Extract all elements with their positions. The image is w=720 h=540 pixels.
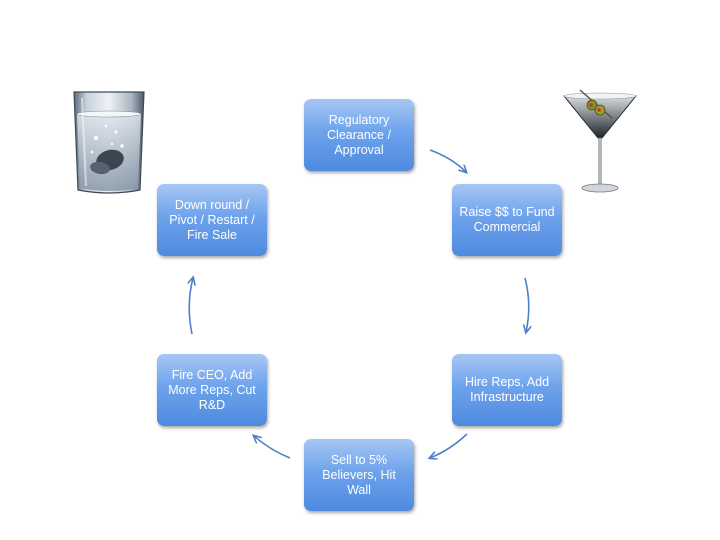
node-sell-believers: Sell to 5% Believers, Hit Wall [304, 439, 414, 511]
node-hire-reps: Hire Reps, Add Infrastructure [452, 354, 562, 426]
arrow-fire-to-down [189, 278, 193, 335]
martini-glass-icon [562, 89, 638, 193]
arrow-regulatory-to-raise [429, 149, 466, 172]
arrow-hire-to-sell [430, 433, 468, 458]
node-regulatory-clearance: Regulatory Clearance / Approval [304, 99, 414, 171]
node-raise-funds: Raise $$ to Fund Commercial [452, 184, 562, 256]
arrow-sell-to-fire [254, 436, 291, 459]
glass-with-tablet-icon [73, 91, 145, 194]
node-down-round: Down round / Pivot / Restart / Fire Sale [157, 184, 267, 256]
arrow-raise-to-hire [525, 277, 529, 332]
node-fire-ceo: Fire CEO, Add More Reps, Cut R&D [157, 354, 267, 426]
